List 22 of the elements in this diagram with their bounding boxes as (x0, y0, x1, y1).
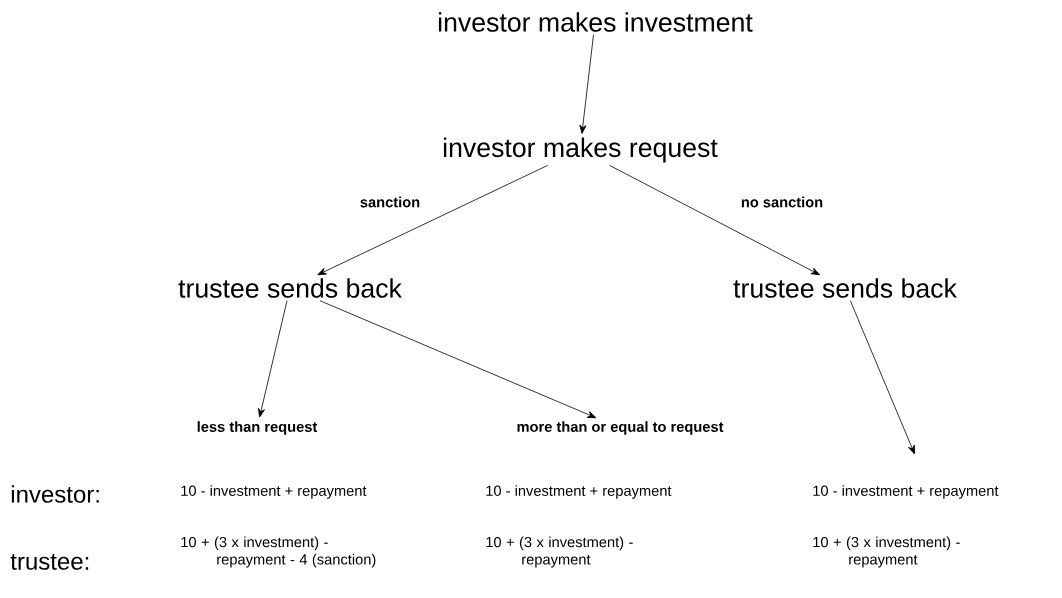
arrow (849, 300, 915, 455)
row-label: investor: (11, 485, 99, 503)
step-text: investor makes request (443, 137, 718, 163)
edge-label: sanction (358, 195, 422, 209)
payoff-text: 10 - investment + repayment (813, 485, 999, 499)
arrow (609, 164, 820, 276)
row-label: trustee: (10, 554, 89, 570)
arrow (319, 300, 597, 419)
payoff-text: 10 - investment + repayment (486, 485, 672, 499)
payoff-text: 10 + (3 x investment) - repayment - 4 (sanction) (181, 536, 376, 568)
step-text: investor makes investment (438, 12, 753, 32)
outcome-heading: less than request (197, 421, 318, 435)
edge-label: no sanction (739, 195, 825, 209)
arrow (258, 300, 288, 418)
payoff-text: 10 + (3 x investment) - repayment (813, 536, 960, 568)
arrow (579, 34, 594, 134)
outcome-heading: more than or equal to request (517, 421, 724, 435)
payoff-text: 10 + (3 x investment) - repayment (486, 536, 633, 568)
arrow (317, 164, 549, 276)
payoff-text: 10 - investment + repayment (181, 485, 367, 499)
step-text: trustee sends back (178, 278, 402, 298)
step-text: trustee sends back (733, 278, 957, 298)
